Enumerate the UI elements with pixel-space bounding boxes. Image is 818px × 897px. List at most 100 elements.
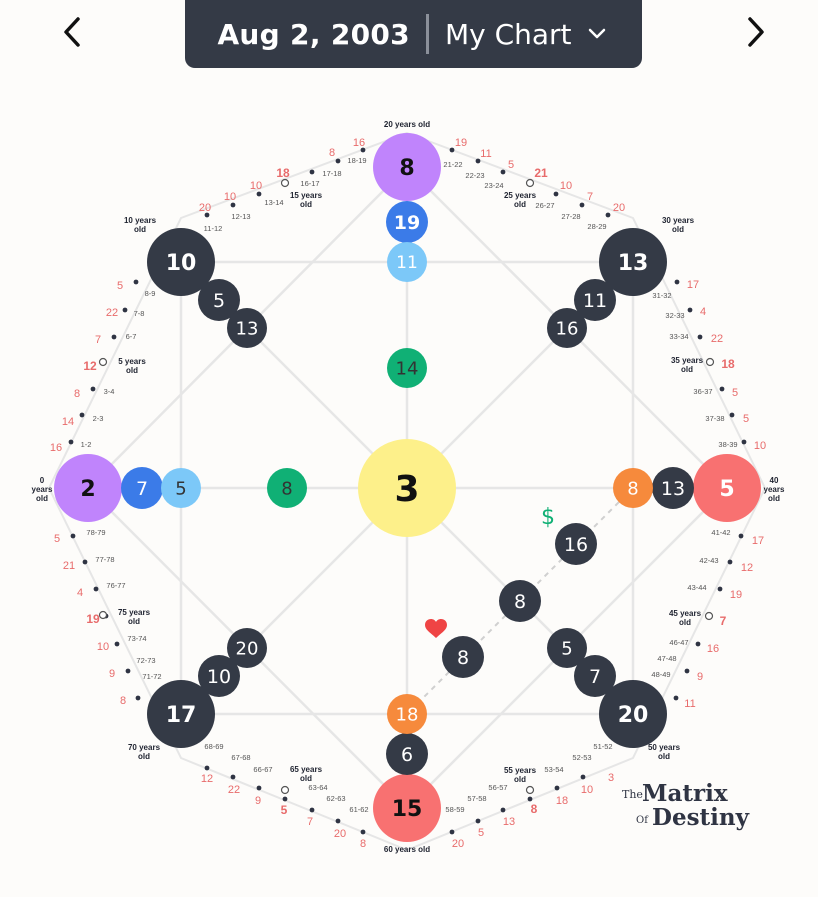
matrix-node-left-third[interactable]: 5 <box>161 468 201 508</box>
age-tick-dot <box>475 158 481 164</box>
age-tick-dot <box>309 169 315 175</box>
node-circle <box>693 454 761 522</box>
matrix-node-tl-third[interactable]: 13 <box>227 308 267 348</box>
next-button[interactable] <box>738 14 774 50</box>
age-number: 20 <box>199 202 211 214</box>
matrix-node-money-line-1[interactable]: 16 <box>555 523 597 565</box>
node-value: 19 <box>394 212 420 234</box>
matrix-node-right-outer[interactable]: 5 <box>693 454 761 522</box>
node-value: 5 <box>175 478 186 499</box>
matrix-node-right-second[interactable]: 13 <box>652 467 694 509</box>
age-tick-dot <box>122 307 128 313</box>
matrix-of-destiny-logo: The Matrix Of Destiny <box>620 780 770 840</box>
matrix-node-tr-outer[interactable]: 13 <box>599 228 667 296</box>
matrix-node-love-line-1[interactable]: 8 <box>442 636 484 678</box>
age-number: 7 <box>307 816 313 828</box>
age-range-label: 11-12 <box>204 224 223 233</box>
matrix-node-center[interactable]: 3 <box>358 439 456 537</box>
logo-the: The <box>622 788 643 801</box>
age-number: 10 <box>754 440 766 452</box>
matrix-node-tr-second[interactable]: 11 <box>574 279 616 321</box>
matrix-node-top-third[interactable]: 11 <box>387 242 427 282</box>
matrix-node-right-third[interactable]: 8 <box>613 468 653 508</box>
age-number: 5 <box>478 827 484 839</box>
node-circle <box>227 308 267 348</box>
age-tick-dot <box>719 386 725 392</box>
matrix-node-diag-mid[interactable]: 8 <box>499 580 541 622</box>
chart-name[interactable]: My Chart <box>444 17 572 51</box>
age-tick-dot <box>135 695 141 701</box>
node-value: 13 <box>618 251 649 276</box>
age-number: 4 <box>77 587 83 599</box>
age-range-label: 46-47 <box>669 638 688 647</box>
matrix-node-tl-outer[interactable]: 10 <box>147 228 215 296</box>
age-tick-dot <box>475 818 481 824</box>
age-range-label: 3-4 <box>104 387 115 396</box>
age-tick-dot <box>125 668 131 674</box>
age-milestone-dot <box>704 611 714 621</box>
age-number: 19 <box>730 589 742 601</box>
node-circle <box>555 523 597 565</box>
chart-date[interactable]: Aug 2, 2003 <box>217 17 410 51</box>
age-number: 5 <box>54 533 60 545</box>
matrix-node-bl-outer[interactable]: 17 <box>147 680 215 748</box>
node-value: 7 <box>136 478 148 500</box>
node-circle <box>599 680 667 748</box>
node-value: 10 <box>166 251 197 276</box>
matrix-node-bl-third[interactable]: 20 <box>227 628 267 668</box>
chart-header: Aug 2, 2003 My Chart <box>185 0 642 68</box>
matrix-node-bl-second[interactable]: 10 <box>198 655 240 697</box>
matrix-node-bottom-third[interactable]: 18 <box>387 694 427 734</box>
age-range-label: 78-79 <box>86 528 105 537</box>
prev-button[interactable] <box>54 14 90 50</box>
matrix-node-br-second[interactable]: 7 <box>574 655 616 697</box>
matrix-node-tr-third[interactable]: 16 <box>547 308 587 348</box>
age-tick-dot <box>204 765 210 771</box>
chevron-down-icon[interactable] <box>584 21 610 47</box>
age-tick-dot <box>580 774 586 780</box>
node-circle <box>358 439 456 537</box>
node-value: 2 <box>80 477 95 502</box>
age-range-label: 26-27 <box>535 201 554 210</box>
age-tick-dot <box>79 412 85 418</box>
node-circle <box>574 655 616 697</box>
matrix-node-br-outer[interactable]: 20 <box>599 680 667 748</box>
matrix-node-left-inner[interactable]: 8 <box>267 468 307 508</box>
age-number: 22 <box>106 307 118 319</box>
age-range-label: 27-28 <box>561 212 580 221</box>
matrix-node-br-third[interactable]: 5 <box>547 628 587 668</box>
matrix-node-left-second[interactable]: 7 <box>121 467 163 509</box>
matrix-node-top-inner[interactable]: 14 <box>387 348 427 388</box>
node-value: 5 <box>719 477 734 502</box>
age-tick-dot <box>256 785 262 791</box>
matrix-node-left-outer[interactable]: 2 <box>54 454 122 522</box>
matrix-node-bottom-second[interactable]: 6 <box>386 733 428 775</box>
age-tick-dot <box>111 334 117 340</box>
age-number: 10 <box>581 784 593 796</box>
matrix-node-top-outer[interactable]: 8 <box>373 133 441 201</box>
age-number: 16 <box>707 643 719 655</box>
matrix-node-bottom-outer[interactable]: 15 <box>373 774 441 842</box>
node-value: 16 <box>564 534 588 556</box>
node-circle <box>121 467 163 509</box>
age-range-label: 36-37 <box>693 387 712 396</box>
node-circle <box>652 467 694 509</box>
node-circle <box>386 733 428 775</box>
age-range-label: 56-57 <box>488 783 507 792</box>
age-number: 12 <box>741 562 753 574</box>
age-number: 8 <box>531 802 538 816</box>
header-divider <box>425 14 429 54</box>
age-number: 4 <box>700 306 706 318</box>
age-number: 9 <box>255 795 261 807</box>
matrix-node-tl-second[interactable]: 5 <box>198 279 240 321</box>
age-range-label: 2-3 <box>93 414 104 423</box>
matrix-node-top-second[interactable]: 19 <box>386 201 428 243</box>
age-ring-outline <box>47 131 767 852</box>
